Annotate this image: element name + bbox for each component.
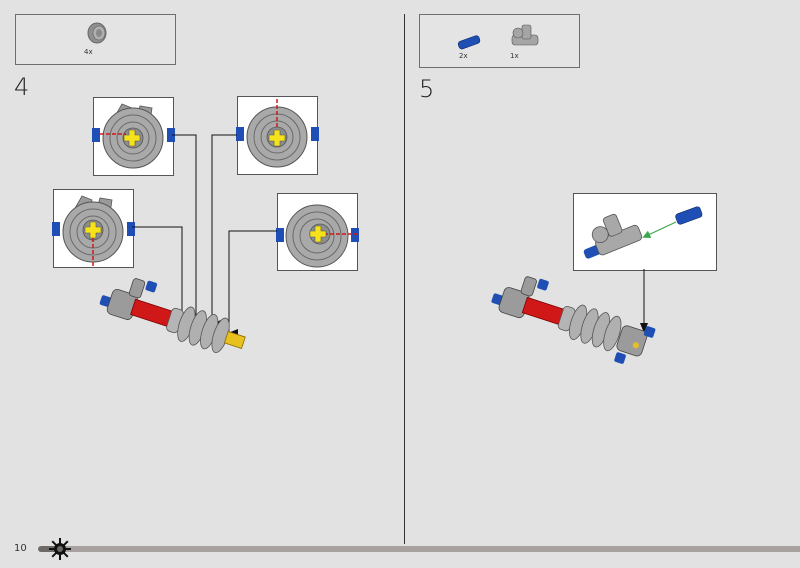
step-number: 5 (419, 75, 435, 103)
step-4-parts-list: 4x (15, 14, 176, 65)
step-5-parts-list: 2x 1x (419, 14, 580, 68)
gear-icon (49, 538, 71, 560)
part-quantity: 1x (510, 52, 519, 60)
spring-disc-top-view (236, 99, 319, 168)
page-number: 10 (14, 543, 27, 554)
arrow-1 (172, 134, 205, 324)
shock-absorber-assembly-step5 (491, 276, 656, 364)
shock-absorber-assembly-step4 (99, 278, 246, 354)
blue-axle-pin-part-icon (457, 35, 481, 50)
spring-disc-top-view (92, 103, 175, 169)
spring-disc-top-view (52, 195, 135, 267)
spring-disc-top-view (276, 204, 359, 268)
arrow-2 (211, 134, 237, 328)
part-quantity: 4x (84, 48, 93, 56)
step-number: 4 (14, 73, 30, 101)
spring-disc-part-icon (87, 22, 107, 44)
spring-disc-callout-4 (276, 193, 359, 271)
grey-connector-part-icon (511, 24, 539, 46)
spring-disc-callout-3 (52, 189, 135, 268)
connector-assembly-callout (573, 193, 717, 271)
part-quantity: 2x (459, 52, 468, 60)
connector-with-pins-view (583, 206, 703, 259)
arrow-4 (228, 230, 277, 337)
step-4-arrows (132, 134, 277, 337)
progress-bar (40, 546, 800, 552)
arrow-3 (132, 226, 191, 322)
step-5-arrow (640, 269, 648, 333)
spring-disc-callout-1 (92, 97, 175, 176)
step-divider (404, 14, 405, 544)
spring-disc-callout-2 (236, 96, 319, 175)
